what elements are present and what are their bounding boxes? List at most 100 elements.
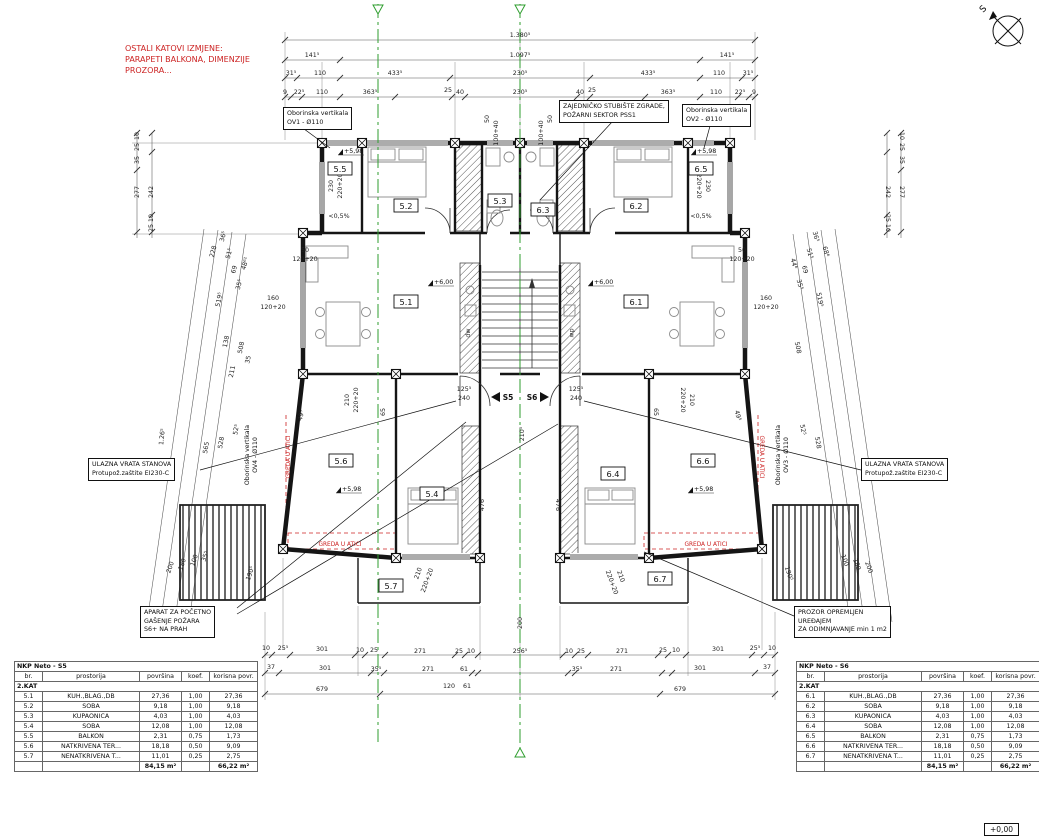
dimension-label: 277 bbox=[898, 186, 905, 198]
dimension-label: 10 bbox=[768, 645, 776, 652]
dimension-tick bbox=[745, 93, 753, 101]
dimension-label: 10 bbox=[134, 132, 141, 140]
dimension-tick bbox=[286, 651, 294, 659]
entrance-arrow-s6 bbox=[540, 392, 549, 402]
dimension-tick bbox=[751, 56, 759, 64]
column-marker bbox=[739, 227, 751, 239]
dimension-label: 240 bbox=[458, 395, 470, 402]
dimension-label: 48⁶¹ bbox=[240, 256, 250, 271]
red-annotation: GREDA U ATICI bbox=[286, 435, 292, 478]
room-label: 5.6 bbox=[328, 453, 354, 468]
dimension-tick bbox=[367, 669, 375, 677]
svg-text:6.5: 6.5 bbox=[694, 164, 707, 174]
dimension-tick bbox=[573, 93, 581, 101]
dimension-label: 180 bbox=[851, 558, 862, 572]
dimension-label: 679 bbox=[674, 686, 686, 693]
dimension-tick bbox=[656, 690, 664, 698]
dimension-label: 10 bbox=[262, 645, 270, 652]
dimension-tick bbox=[448, 93, 456, 101]
dimension-label: 10 bbox=[356, 647, 364, 654]
dimension-label: 31⁵ bbox=[286, 70, 297, 77]
dimension-tick bbox=[381, 651, 389, 659]
dimension-label: 433⁵ bbox=[388, 70, 403, 77]
room-label: 6.6 bbox=[690, 453, 716, 468]
dimension-tick bbox=[586, 74, 594, 82]
dimension-label: 69 bbox=[230, 265, 239, 275]
dimension-label: 44⁶ bbox=[789, 258, 799, 270]
dimension-label: 210 bbox=[413, 567, 424, 581]
column-marker bbox=[643, 368, 655, 380]
svg-text:+5,98: +5,98 bbox=[342, 486, 361, 493]
dimension-label: 210 bbox=[688, 394, 695, 406]
callout-ov3: Oborinska vertikala OV3 - Ø110 bbox=[775, 424, 790, 486]
dimension-label: 190⁵ bbox=[783, 566, 794, 582]
dimension-label: 35⁵ bbox=[795, 279, 805, 291]
svg-text:+6,00: +6,00 bbox=[434, 279, 453, 286]
dimension-tick bbox=[336, 93, 344, 101]
columns bbox=[277, 137, 768, 564]
dimension-label: 363⁵ bbox=[661, 89, 676, 96]
red-annotation: GREDA U ATICI bbox=[319, 542, 362, 548]
dimension-label: 35⁵ bbox=[572, 666, 583, 673]
column-marker bbox=[554, 552, 566, 564]
dimension-tick bbox=[883, 148, 891, 156]
room-label: 5.4 bbox=[419, 486, 445, 501]
elevation-marker: +5,98 bbox=[338, 148, 364, 156]
dimension-label: 528 bbox=[217, 436, 226, 449]
dimension-label: 190⁵ bbox=[245, 565, 256, 581]
dimension-label: 200 bbox=[863, 561, 874, 575]
dimension-tick bbox=[559, 651, 567, 659]
svg-text:6.4: 6.4 bbox=[606, 469, 619, 479]
elevation-markers: +5,98+5,98+6,00+6,00+5,98+5,98 bbox=[336, 148, 717, 494]
dimension-label: 37 bbox=[267, 664, 275, 671]
dimension-tick bbox=[133, 228, 141, 236]
dimension-label: 61 bbox=[460, 666, 468, 673]
dimension-tick bbox=[461, 93, 469, 101]
dimension-label: 271 bbox=[610, 666, 622, 673]
dimension-label: 528 bbox=[813, 436, 822, 449]
dimension-tick bbox=[751, 669, 759, 677]
dimension-label: <0,5% bbox=[690, 213, 711, 220]
dimension-tick bbox=[668, 669, 676, 677]
dimension-label: 433⁵ bbox=[641, 70, 656, 77]
dimension-label: 10 bbox=[898, 132, 905, 140]
dimension-label: 200 bbox=[517, 617, 524, 629]
svg-text:5.7: 5.7 bbox=[384, 581, 397, 591]
dimension-tick bbox=[133, 129, 141, 137]
red-annotation: GREDA U ATICI bbox=[758, 436, 764, 479]
dimension-tick bbox=[696, 56, 704, 64]
dimension-tick bbox=[883, 228, 891, 236]
callout-ov2: Oborinska vertikala OV2 - Ø110 bbox=[682, 104, 752, 127]
dimension-label: 230⁵ bbox=[513, 70, 528, 77]
apartment-entrance-label: S6 bbox=[527, 393, 538, 402]
dimension-label: 10 bbox=[672, 647, 680, 654]
dimension-label: 49⁵ bbox=[733, 410, 743, 422]
room-label: 5.7 bbox=[378, 578, 404, 593]
elevation-marker: +5,98 bbox=[336, 486, 362, 494]
dimension-label: 210⁵ bbox=[519, 426, 526, 441]
dimension-tick bbox=[734, 93, 742, 101]
svg-text:5.2: 5.2 bbox=[399, 201, 412, 211]
dimension-label: 1.097⁵ bbox=[510, 52, 531, 59]
svg-text:6.6: 6.6 bbox=[696, 456, 709, 466]
column-marker bbox=[643, 552, 655, 564]
callout-smoke-window: PROZOR OPREMLJEN UREĐAJEM ZA ODIMNJAVANJ… bbox=[794, 606, 891, 638]
dimension-tick bbox=[293, 74, 301, 82]
dimension-tick bbox=[474, 651, 482, 659]
dimension-label: 125⁵ bbox=[457, 386, 472, 393]
dimension-label: 25 bbox=[444, 87, 452, 94]
dimension-tick bbox=[261, 669, 269, 677]
dimension-label: 301 bbox=[319, 665, 331, 672]
room-label: 5.1 bbox=[393, 294, 419, 309]
dimension-tick bbox=[474, 669, 482, 677]
dimension-label: 36⁵ bbox=[219, 230, 229, 242]
dimension-label: 160 bbox=[267, 295, 279, 302]
